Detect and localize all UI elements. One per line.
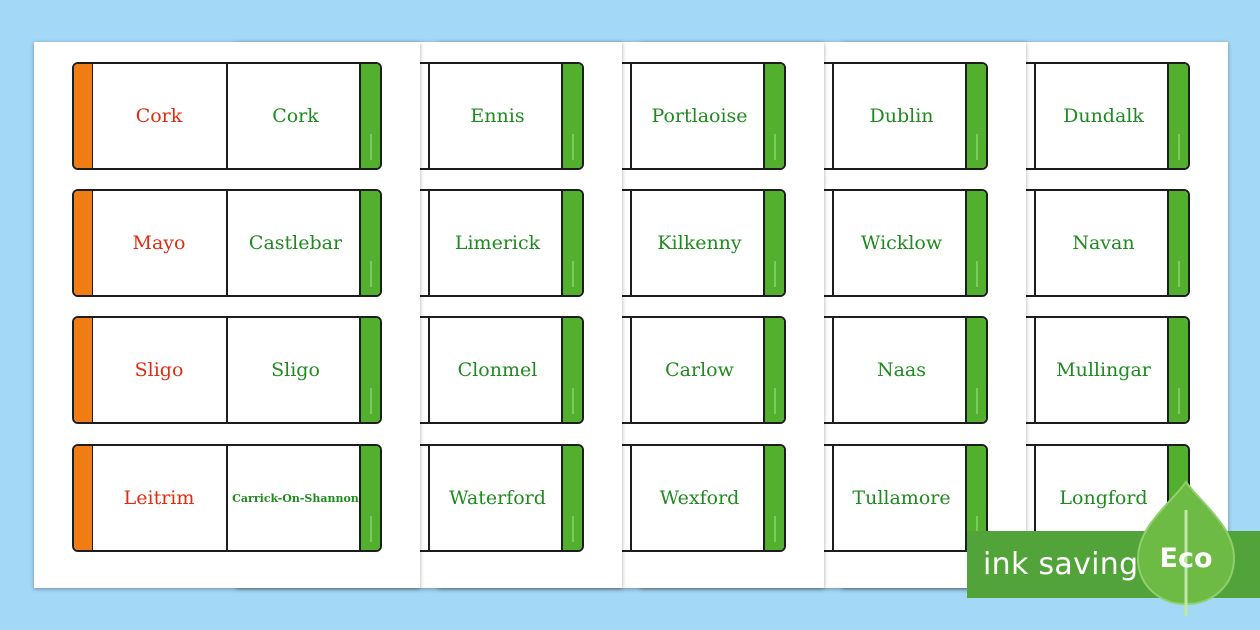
- domino-card: Mayo Castlebar: [72, 189, 382, 297]
- county-color-strip: [74, 191, 93, 295]
- domino-card: Cork Cork: [72, 62, 382, 170]
- county-town-name: Limerick: [454, 232, 541, 254]
- card-divider: [428, 446, 430, 550]
- card-divider: [428, 318, 430, 422]
- county-town-name: Ennis: [470, 105, 525, 127]
- card-divider: [630, 64, 632, 168]
- card-divider: [1034, 318, 1036, 422]
- eco-label: Eco: [1159, 543, 1213, 574]
- town-color-strip: [561, 446, 582, 550]
- town-color-strip: [965, 191, 986, 295]
- card-divider: [226, 318, 228, 422]
- domino-card: Leitrim Carrick-On-Shannon: [72, 444, 382, 552]
- town-color-strip: [965, 446, 986, 550]
- county-town-name: Wexford: [659, 487, 740, 509]
- county-town-name: Sligo: [271, 359, 320, 381]
- county-town-name: Cork: [272, 105, 319, 127]
- county-town-name: Mullingar: [1056, 359, 1151, 381]
- town-color-strip: [561, 64, 582, 168]
- county-town-name: Kilkenny: [657, 232, 742, 254]
- ink-saving-label: ink saving: [983, 547, 1139, 582]
- leaf-icon: [1136, 480, 1236, 616]
- town-color-strip: [1167, 64, 1188, 168]
- card-divider: [1034, 446, 1036, 550]
- county-town-name: Portlaoise: [651, 105, 748, 127]
- card-divider: [428, 64, 430, 168]
- card-divider: [428, 191, 430, 295]
- card-divider: [226, 64, 228, 168]
- county-town-name: Waterford: [449, 487, 546, 509]
- county-town-name: Castlebar: [248, 232, 343, 254]
- town-color-strip: [359, 446, 380, 550]
- county-town-name: Carlow: [665, 359, 734, 381]
- card-divider: [832, 191, 834, 295]
- town-color-strip: [359, 318, 380, 422]
- card-divider: [226, 446, 228, 550]
- card-divider: [1034, 191, 1036, 295]
- county-town-name: Navan: [1072, 232, 1135, 254]
- card-divider: [832, 446, 834, 550]
- town-color-strip: [359, 64, 380, 168]
- county-town-name: Clonmel: [457, 359, 538, 381]
- town-color-strip: [965, 64, 986, 168]
- county-color-strip: [74, 64, 93, 168]
- county-town-name: Dublin: [869, 105, 934, 127]
- county-town-name: Naas: [876, 359, 927, 381]
- town-color-strip: [763, 318, 784, 422]
- card-divider: [832, 64, 834, 168]
- county-name: Cork: [135, 105, 183, 127]
- town-color-strip: [763, 64, 784, 168]
- county-name: Mayo: [132, 232, 186, 254]
- town-color-strip: [1167, 191, 1188, 295]
- card-divider: [630, 446, 632, 550]
- card-divider: [832, 318, 834, 422]
- county-town-name: Carrick-On-Shannon: [232, 491, 359, 505]
- county-color-strip: [74, 446, 93, 550]
- town-color-strip: [763, 191, 784, 295]
- county-town-name: Tullamore: [852, 487, 951, 509]
- card-divider: [226, 191, 228, 295]
- county-name: Leitrim: [123, 487, 195, 509]
- card-divider: [1034, 64, 1036, 168]
- card-divider: [630, 191, 632, 295]
- county-town-name: Wicklow: [860, 232, 943, 254]
- domino-card: Sligo Sligo: [72, 316, 382, 424]
- town-color-strip: [1167, 318, 1188, 422]
- town-color-strip: [561, 318, 582, 422]
- county-town-name: Longford: [1059, 487, 1148, 509]
- county-town-name: Dundalk: [1063, 105, 1144, 127]
- town-color-strip: [763, 446, 784, 550]
- town-color-strip: [965, 318, 986, 422]
- card-divider: [630, 318, 632, 422]
- domino-sheet-1: Cork Cork Mayo Castlebar Sligo Sligo Lei…: [34, 42, 420, 588]
- county-name: Sligo: [134, 359, 184, 381]
- town-color-strip: [359, 191, 380, 295]
- town-color-strip: [561, 191, 582, 295]
- county-color-strip: [74, 318, 93, 422]
